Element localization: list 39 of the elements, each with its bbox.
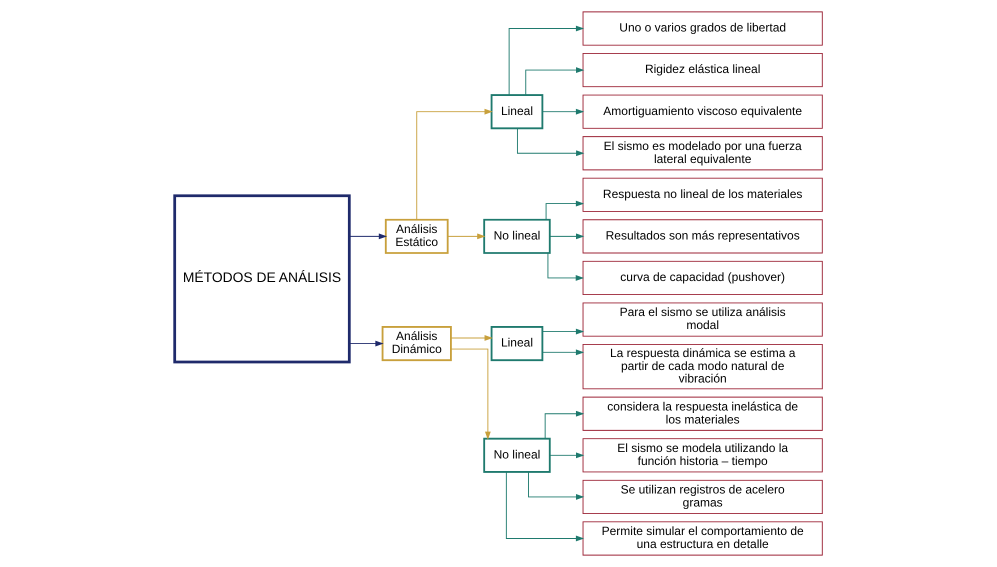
arrow (544, 410, 584, 440)
arrow (542, 328, 584, 334)
arrow (528, 472, 584, 500)
node-box: curva de capacidad (pushover) (582, 260, 823, 296)
arrow (450, 335, 493, 341)
arrow (506, 472, 584, 542)
arrow (546, 200, 584, 220)
node-box: considera la respuesta inelástica de los materiales (582, 396, 823, 431)
node-box: Permite simular el comportamiento de una estructura en detalle (582, 521, 823, 556)
arrow (348, 233, 388, 240)
node-box: Lineal (490, 94, 544, 130)
node-box: No lineal (483, 438, 551, 473)
node-box: El sismo es modelado por una fuerza lateral equivalente (582, 136, 823, 170)
node-box: Lineal (490, 326, 544, 362)
node-box: No lineal (483, 218, 551, 254)
node-box: Respuesta no lineal de los materiales (582, 178, 823, 212)
arrow (550, 233, 584, 240)
arrow (550, 452, 584, 458)
arrow (447, 233, 486, 240)
node-box: Amortiguamiento viscoso equivalente (582, 94, 823, 129)
arrow (508, 26, 584, 96)
node-box: Para el sismo se utiliza análisis modal (582, 302, 823, 337)
arrow (542, 349, 584, 356)
arrow (516, 128, 584, 156)
node-box: Análisis Estático (384, 218, 449, 254)
arrow (450, 348, 491, 440)
node-box: El sismo se modela utilizando la función historia – tiempo (582, 438, 823, 472)
node-box: Uno o varios grados de libertad (582, 11, 823, 46)
arrow (348, 340, 384, 346)
node-box: Análisis Dinámico (382, 326, 452, 362)
arrow (542, 108, 584, 115)
node-box: Rigidez elástica lineal (582, 53, 823, 88)
arrow (416, 108, 493, 220)
node-box: Se utilizan registros de acelero gramas (582, 480, 823, 514)
arrow (547, 252, 584, 281)
node-box: MÉTODOS DE ANÁLISIS (173, 194, 351, 364)
node-box: La respuesta dinámica se estima a partir de cada modo natural de vibración (582, 344, 823, 390)
node-box: Resultados son más representativos (582, 219, 823, 254)
arrow (525, 67, 584, 96)
